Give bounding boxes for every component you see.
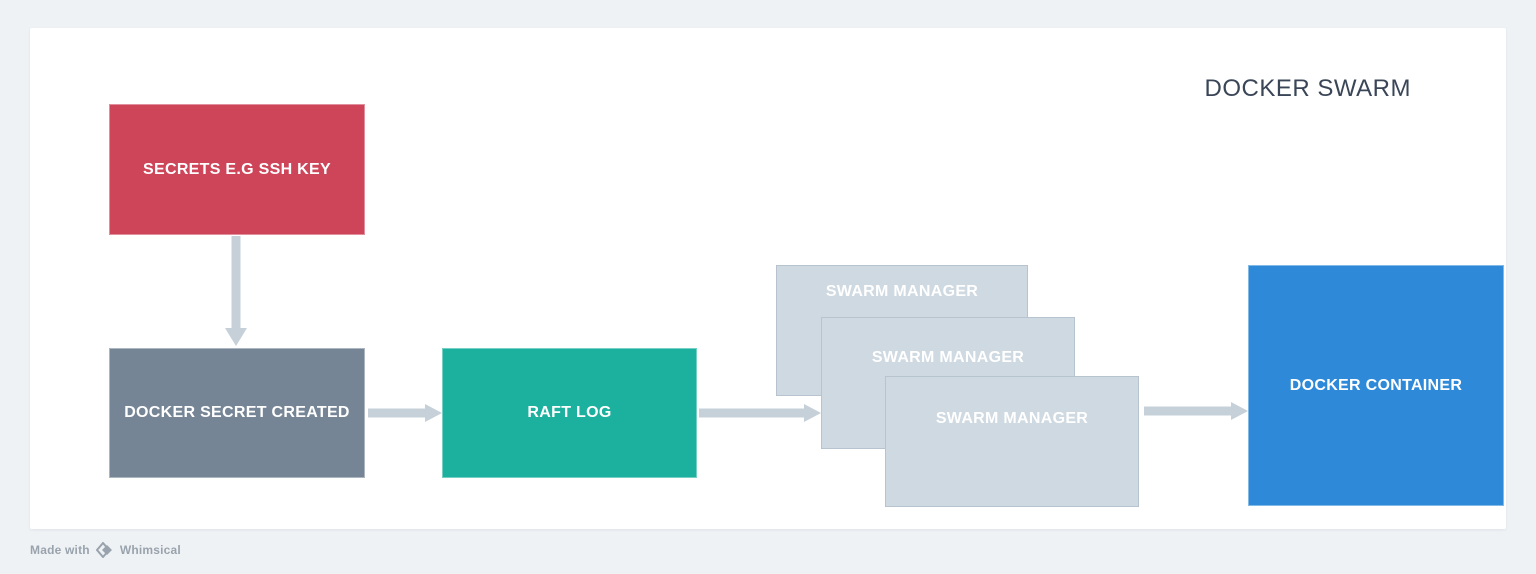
arrow-swarm-managers-to-docker-container xyxy=(1144,402,1248,420)
whimsical-logo-icon xyxy=(95,542,112,558)
arrow-secrets-to-secret-created xyxy=(225,236,247,346)
node-docker-secret-created-label: DOCKER SECRET CREATED xyxy=(124,404,350,421)
arrow-raft-log-to-swarm-managers xyxy=(699,404,821,422)
node-swarm-manager-2-label: SWARM MANAGER xyxy=(871,349,1025,366)
node-docker-secret-created: DOCKER SECRET CREATED xyxy=(109,348,365,478)
node-swarm-manager-3: SWARM MANAGER xyxy=(885,376,1139,507)
arrow-secret-created-to-raft-log xyxy=(368,404,442,422)
made-with-whimsical-watermark[interactable]: Made with Whimsical xyxy=(30,542,181,558)
node-raft-log-label: RAFT LOG xyxy=(527,404,612,421)
node-docker-container-label: DOCKER CONTAINER xyxy=(1289,376,1463,394)
node-swarm-manager-1-label: SWARM MANAGER xyxy=(825,283,979,300)
node-raft-log: RAFT LOG xyxy=(442,348,697,478)
node-swarm-manager-3-label: SWARM MANAGER xyxy=(935,410,1089,427)
node-secrets-ssh-key: SECRETS E.G SSH KEY xyxy=(109,104,365,235)
diagram-title: DOCKER SWARM xyxy=(1204,75,1411,102)
diagram-canvas: DOCKER SWARM SECRETS E.G SSH KEY DOCKER … xyxy=(30,28,1506,529)
made-with-label: Made with xyxy=(30,543,90,557)
node-secrets-label: SECRETS E.G SSH KEY xyxy=(143,160,331,178)
node-docker-container: DOCKER CONTAINER xyxy=(1248,265,1504,506)
whimsical-brand-label: Whimsical xyxy=(119,543,181,557)
